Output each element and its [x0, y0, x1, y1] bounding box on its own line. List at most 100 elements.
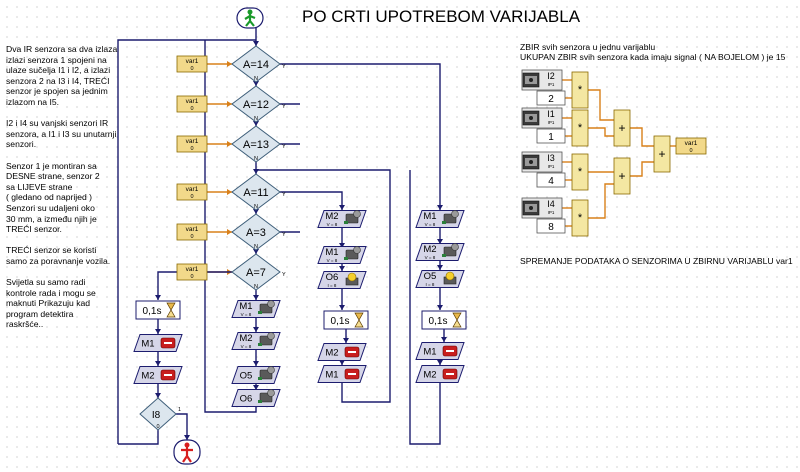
sum-wire	[588, 127, 614, 137]
motor-connector	[258, 400, 262, 403]
gear-motor-icon	[442, 210, 459, 224]
lamp-bulb	[347, 272, 357, 282]
lamp-o6[interactable]: O6I = 8	[317, 271, 367, 289]
start-block[interactable]	[236, 7, 264, 29]
operator-symbol: *	[578, 166, 583, 178]
description-sum: ZBIR svih senzora u jednu varijablu	[520, 42, 656, 52]
decision-a-eq-7[interactable]: A=7var1YN	[231, 253, 286, 291]
variable-name: var1	[186, 266, 199, 273]
multiply-operator[interactable]: *	[571, 199, 589, 237]
flow-line	[280, 191, 343, 210]
multiply-operator[interactable]: *	[571, 153, 589, 191]
operator-shape	[571, 109, 589, 147]
operator-symbol: *	[578, 84, 583, 96]
ir-sensor-icon	[522, 72, 540, 88]
arrow-head	[253, 41, 259, 46]
variable-name: var1	[186, 226, 199, 233]
stop-block[interactable]	[173, 439, 201, 465]
icon-body	[244, 14, 256, 27]
multiply-operator[interactable]: *	[571, 109, 589, 147]
decision-no-label: N	[254, 156, 258, 162]
command-sublabel: I = 8	[328, 283, 337, 288]
decision-label: A=3	[246, 227, 266, 239]
operator-symbol: +	[618, 121, 625, 135]
command-sublabel: V = 8	[241, 312, 252, 317]
sensor-eye	[529, 78, 533, 82]
add-operator-3[interactable]: +	[653, 135, 671, 173]
add-operator-1[interactable]: +	[613, 109, 631, 147]
gear-motor-icon	[258, 300, 275, 314]
flowchart-blocks: var10var10var10var10var10var10A=14var1YN…	[133, 7, 707, 465]
decision-a-eq-12[interactable]: A=12var1YN	[231, 85, 286, 123]
icon-head	[184, 442, 190, 448]
decision-a-eq-14[interactable]: A=14var1YN	[231, 45, 286, 83]
gear-motor-icon	[442, 243, 459, 257]
variable-value: 0	[190, 234, 193, 240]
arrow-head	[253, 385, 259, 390]
lamp-o5[interactable]: O5I = 8	[415, 270, 465, 288]
description-left: Dva IR senzora sa dva izlaza izlazi senz…	[6, 44, 118, 330]
hourglass-top	[452, 312, 462, 321]
flow-line	[117, 39, 256, 444]
add-operator-2[interactable]: +	[613, 157, 631, 195]
sensor-value-i3[interactable]: 4	[536, 172, 566, 188]
operator-symbol: *	[578, 122, 583, 134]
decision-yes-label: Y	[282, 144, 286, 150]
command-sublabel: V = 8	[425, 222, 436, 227]
variable-name: var1	[685, 140, 698, 147]
gear-motor-icon	[258, 389, 275, 403]
decision-a-eq-11[interactable]: A=11var1YN	[231, 173, 286, 211]
arrow-head	[253, 121, 259, 126]
sensor-name: I2	[547, 71, 555, 81]
command-label: O5	[424, 271, 437, 282]
value-text: 1	[548, 132, 554, 143]
input-check-one: 1	[178, 407, 181, 413]
multiply-operator[interactable]: *	[571, 71, 589, 109]
sensor-eye	[529, 116, 533, 120]
decision-a-eq-13[interactable]: A=13var1YN	[231, 125, 286, 163]
motor-connector	[442, 254, 446, 257]
sensor-value-i1[interactable]: 1	[536, 128, 566, 144]
stop-bar	[164, 374, 172, 376]
gear-wheel	[267, 366, 275, 374]
command-label: M2	[325, 348, 338, 359]
stop-bar	[348, 373, 356, 375]
sensor-value-i2[interactable]: 2	[536, 90, 566, 106]
variable-name: var1	[186, 138, 199, 145]
command-label: M2	[141, 371, 154, 382]
decision-shape	[231, 45, 281, 83]
hourglass-bottom	[452, 319, 462, 328]
value-text: 2	[548, 94, 554, 105]
gear-motor-icon	[258, 366, 275, 380]
decision-no-label: N	[254, 116, 258, 122]
sensor-eye	[529, 206, 533, 210]
variable-value: 0	[190, 66, 193, 72]
sensor-value-i4[interactable]: 8	[536, 218, 566, 234]
red-stop-icon	[344, 346, 360, 358]
gear-wheel	[267, 332, 275, 340]
gear-wheel	[451, 210, 459, 218]
arrow-head	[253, 209, 259, 214]
command-label: M1	[423, 347, 436, 358]
arrow-head	[227, 61, 232, 67]
decision-a-eq-3[interactable]: A=3var1YN	[231, 213, 286, 251]
decision-no-label: N	[254, 284, 258, 290]
value-box	[536, 172, 566, 188]
flow-line	[256, 169, 391, 403]
arrow-head	[253, 81, 259, 86]
value-text: 8	[548, 222, 554, 233]
command-label: O6	[326, 272, 339, 283]
command-label: M1	[325, 370, 338, 381]
arrow-head	[184, 435, 190, 440]
operator-shape	[613, 157, 631, 195]
motor-connector	[258, 343, 262, 346]
hourglass-icon	[452, 312, 462, 328]
